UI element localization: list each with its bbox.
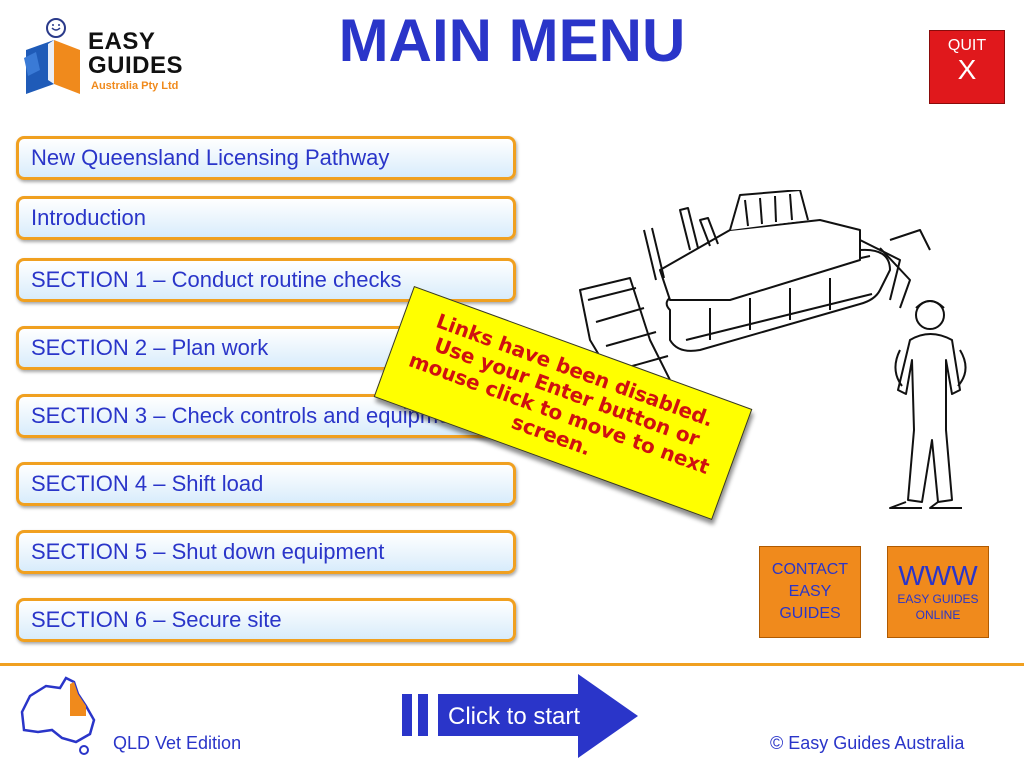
close-icon: X xyxy=(957,54,977,85)
contact-line-3: GUIDES xyxy=(779,605,841,622)
australia-map-icon xyxy=(20,676,96,755)
www-line-1: EASY GUIDES xyxy=(897,592,979,606)
easy-guides-logo-icon xyxy=(24,18,80,94)
contact-line-1: CONTACT xyxy=(771,561,849,578)
menu-item-section-6[interactable]: SECTION 6 – Secure site xyxy=(16,598,516,642)
click-to-start-button[interactable]: Click to start xyxy=(448,703,581,730)
www-line-2: ONLINE xyxy=(915,608,961,622)
easy-guides-online-button[interactable]: WWW EASY GUIDES ONLINE xyxy=(887,546,989,638)
menu-item-section-4[interactable]: SECTION 4 – Shift load xyxy=(16,462,516,506)
logo-text-easy: EASY xyxy=(88,28,156,55)
menu-item-licensing-pathway[interactable]: New Queensland Licensing Pathway xyxy=(16,136,516,180)
easy-guides-logo: EASY GUIDES Australia Pty Ltd xyxy=(18,14,208,104)
page-title: MAIN MENU xyxy=(338,7,686,74)
contact-easy-guides-button[interactable]: CONTACT EASY GUIDES xyxy=(759,546,861,638)
www-label: WWW xyxy=(898,560,978,591)
footer-divider xyxy=(0,663,1024,666)
logo-text-company: Australia Pty Ltd xyxy=(91,80,179,92)
contact-line-2: EASY xyxy=(788,583,832,600)
footer-edition: QLD Vet Edition xyxy=(113,733,242,753)
footer-copyright: © Easy Guides Australia xyxy=(770,733,965,753)
quit-button[interactable]: QUIT X xyxy=(929,30,1005,104)
menu-item-section-5[interactable]: SECTION 5 – Shut down equipment xyxy=(16,530,516,574)
menu-item-introduction[interactable]: Introduction xyxy=(16,196,516,240)
logo-text-guides: GUIDES xyxy=(88,52,184,79)
play-arrow-icon[interactable] xyxy=(398,672,643,762)
quit-label: QUIT xyxy=(947,37,987,54)
